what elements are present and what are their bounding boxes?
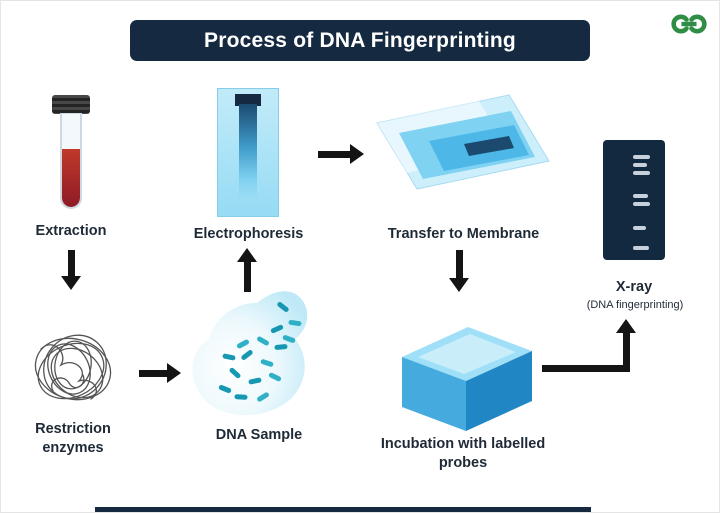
restriction-enzymes-illustration xyxy=(34,334,112,401)
dna-band xyxy=(633,226,646,230)
dna-sample-illustration xyxy=(192,291,308,416)
membrane-illustration xyxy=(376,94,550,190)
incubation-box-illustration xyxy=(402,327,532,431)
arrow-extraction-to-restriction-enzymes xyxy=(61,250,81,290)
electrophoresis-gel-illustration xyxy=(217,88,279,217)
test-tube-body xyxy=(60,113,82,209)
blood-sample xyxy=(62,149,80,207)
title-banner: Process of DNA Fingerprinting xyxy=(130,20,590,61)
gel-lane xyxy=(239,104,257,200)
xray-sublabel: (DNA fingerprinting) xyxy=(586,299,684,311)
arrow-electrophoresis-to-transfer xyxy=(318,144,364,164)
gel-well xyxy=(235,94,261,106)
geeksforgeeks-logo-icon xyxy=(669,13,709,37)
incubation-label: Incubation with labelled probes xyxy=(380,436,546,471)
dna-band xyxy=(633,163,647,167)
dna-band xyxy=(633,155,650,159)
arrow-incubation-to-xray xyxy=(542,319,636,376)
dna-band xyxy=(633,171,650,175)
restriction-enzymes-label: Restriction enzymes xyxy=(35,421,111,456)
electrophoresis-label: Electrophoresis xyxy=(193,226,304,242)
extraction-label: Extraction xyxy=(35,223,107,239)
test-tube-cap xyxy=(52,95,90,114)
arrow-dna-sample-to-electrophoresis xyxy=(237,248,257,292)
dna-band xyxy=(633,194,648,198)
dna-band xyxy=(633,246,649,250)
dna-sample-label: DNA Sample xyxy=(215,427,303,443)
dna-band xyxy=(633,202,650,206)
page-title: Process of DNA Fingerprinting xyxy=(204,28,516,52)
arrow-transfer-to-incubation xyxy=(449,250,469,292)
xray-label: X-ray xyxy=(615,279,653,295)
xray-film-illustration xyxy=(603,140,665,260)
transfer-to-membrane-label: Transfer to Membrane xyxy=(387,226,540,242)
arrow-restriction-to-dna-sample xyxy=(139,363,181,383)
test-tube-illustration xyxy=(49,95,93,209)
bottom-bar xyxy=(95,507,591,512)
